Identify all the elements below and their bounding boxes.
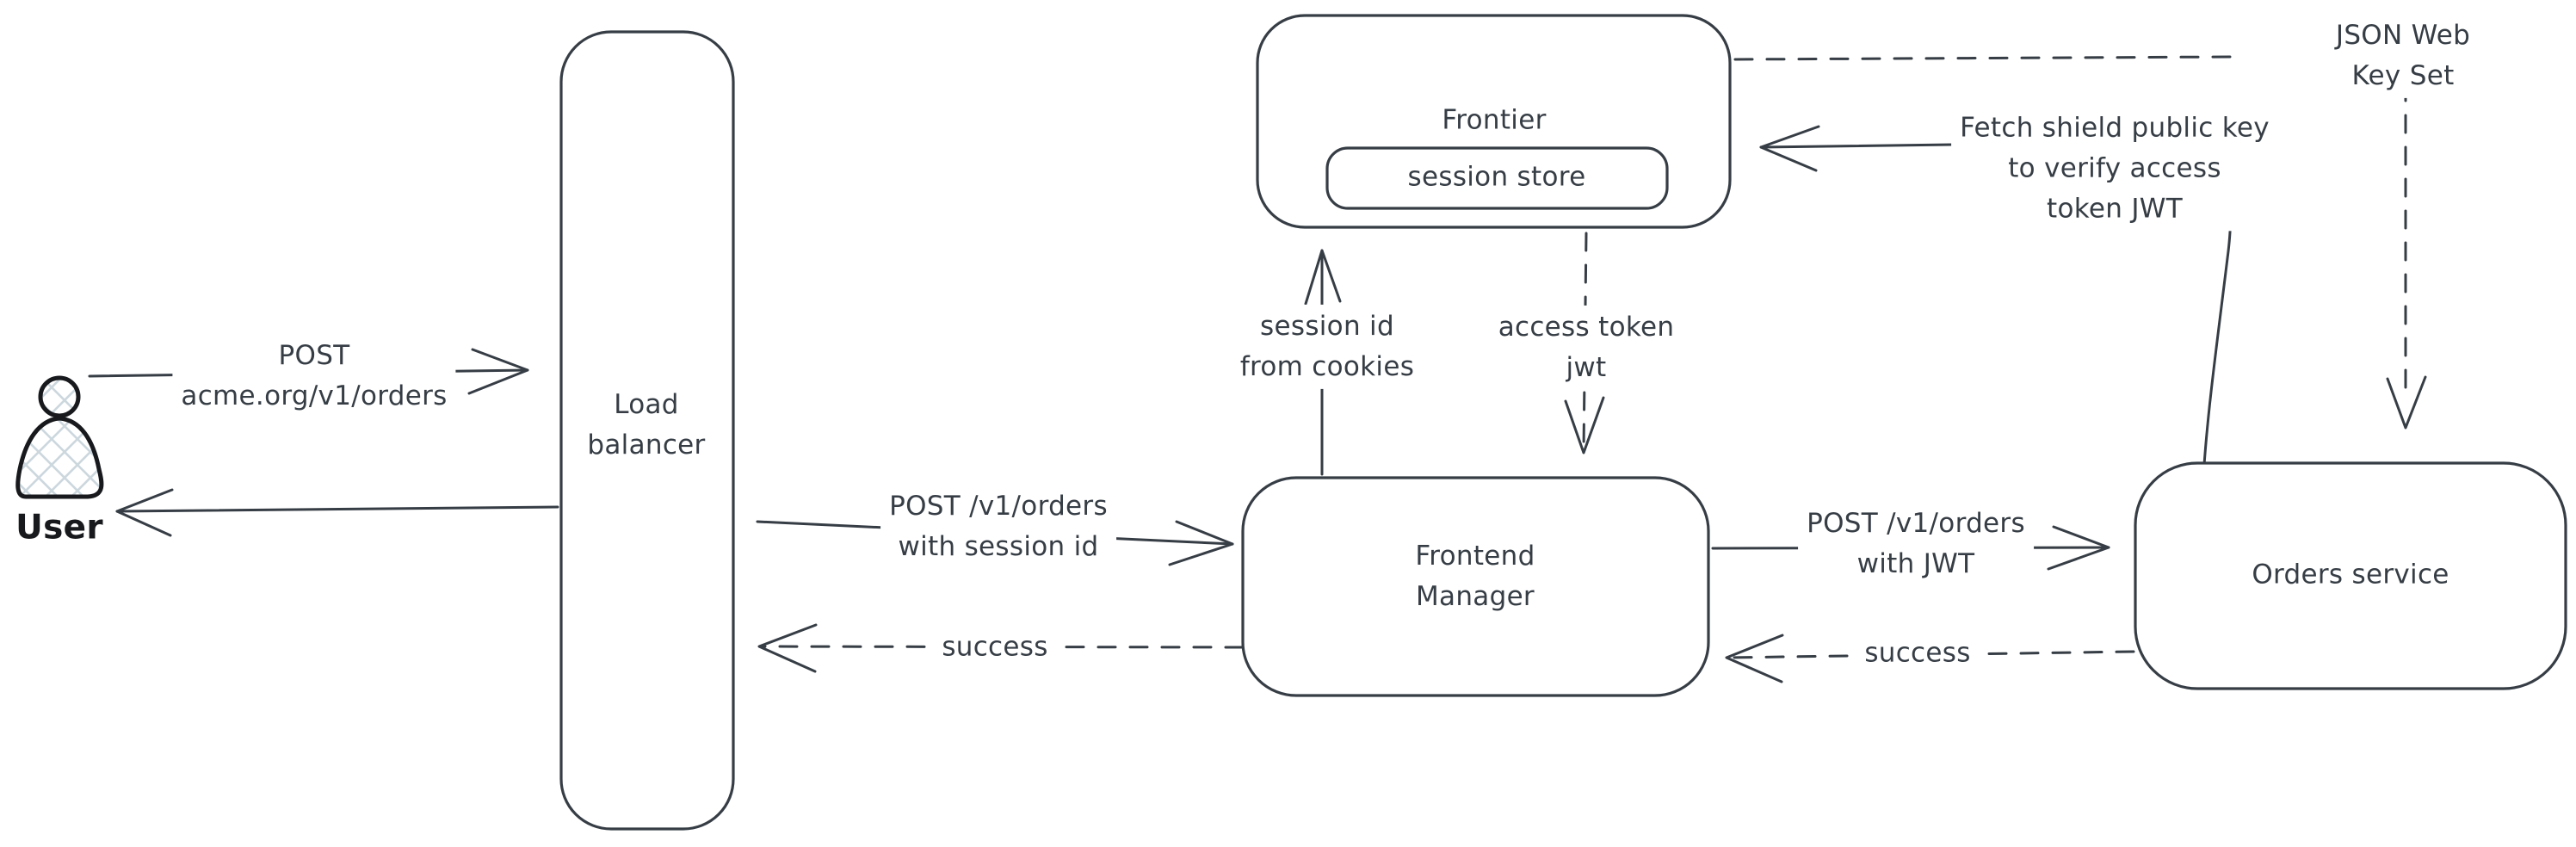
jwks-label[interactable]: JSON Web Key Set: [2316, 13, 2490, 99]
node-session-store[interactable]: [1325, 146, 1669, 210]
connector-jwks-to-orders-service[interactable]: [2386, 82, 2427, 430]
frontend-manager-label[interactable]: Frontend Manager: [1415, 540, 1535, 612]
edge-label-post-acme-orders[interactable]: POST acme.org/v1/orders: [172, 333, 456, 419]
user-body-icon: [15, 416, 104, 499]
edge-label-session-id-cookies[interactable]: session id from cookies: [1231, 304, 1424, 390]
frontier-label[interactable]: Frontier: [1442, 104, 1547, 136]
arrowhead-left-icon: [1725, 634, 1784, 683]
orders-service-label[interactable]: Orders service: [2252, 559, 2449, 590]
arrowhead-down-icon: [1564, 396, 1605, 454]
edge-label-access-token-jwt[interactable]: access token jwt: [1489, 305, 1683, 391]
edge-label-success-left[interactable]: success: [933, 625, 1057, 670]
session-store-label[interactable]: session store: [1407, 161, 1586, 193]
edge-label-success-right[interactable]: success: [1856, 631, 1980, 676]
arrowhead-right-icon: [1168, 520, 1234, 566]
edge-label-post-with-jwt[interactable]: POST /v1/orders with JWT: [1798, 501, 2034, 587]
node-orders-service[interactable]: [2134, 461, 2567, 690]
arrow-load-balancer-to-user[interactable]: [115, 488, 559, 537]
user-head-icon: [38, 375, 81, 418]
arrowhead-down-icon: [2386, 375, 2427, 430]
user-label[interactable]: User: [15, 508, 103, 547]
arrowhead-left-icon: [115, 488, 174, 537]
arrowhead-right-icon: [467, 348, 529, 395]
edge-label-post-with-session-id[interactable]: POST /v1/orders with session id: [880, 484, 1116, 570]
arrowhead-right-icon: [2047, 525, 2110, 571]
node-frontend-manager[interactable]: [1241, 476, 1710, 697]
arrowhead-up-icon: [1304, 249, 1342, 306]
arrowhead-left-icon: [757, 623, 818, 673]
edge-label-fetch-shield-key[interactable]: Fetch shield public key to verify access…: [1951, 106, 2278, 232]
arrowhead-left-icon: [1759, 125, 1820, 172]
user-icon[interactable]: [15, 375, 104, 499]
load-balancer-label[interactable]: Load balancer: [587, 388, 706, 461]
connector-frontier-to-jwks[interactable]: [1733, 55, 2233, 61]
node-load-balancer[interactable]: [559, 30, 735, 831]
